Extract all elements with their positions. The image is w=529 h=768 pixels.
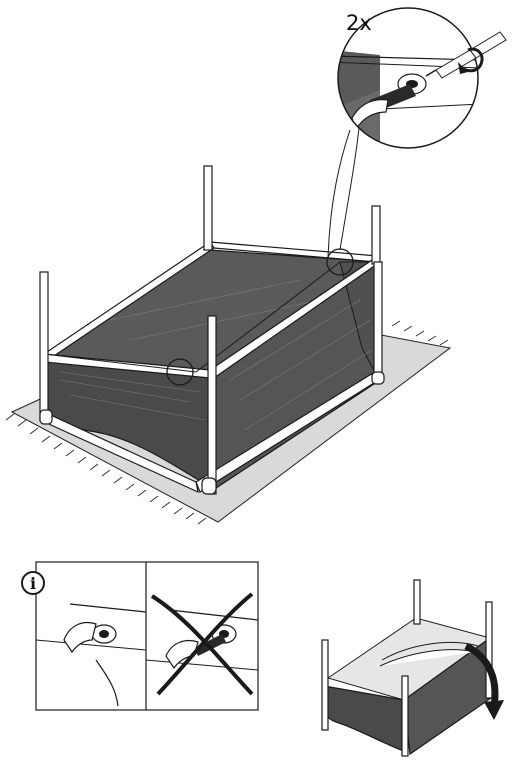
info-panel: i: [21, 561, 259, 711]
svg-text:i: i: [30, 574, 36, 593]
detail-circle-front: [166, 358, 194, 386]
main-illustration: [5, 117, 452, 525]
fold-illustration: [321, 579, 504, 757]
zoom-callout: 2x: [337, 7, 507, 149]
repeat-count-label: 2x: [346, 11, 372, 35]
info-icon: i: [21, 571, 45, 595]
incorrect-example: [145, 592, 259, 696]
correct-example: [35, 603, 147, 707]
rotate-arrow-icon: [461, 47, 484, 73]
cross-out-icon: [150, 592, 254, 696]
fold-arrow-icon: [464, 642, 499, 707]
